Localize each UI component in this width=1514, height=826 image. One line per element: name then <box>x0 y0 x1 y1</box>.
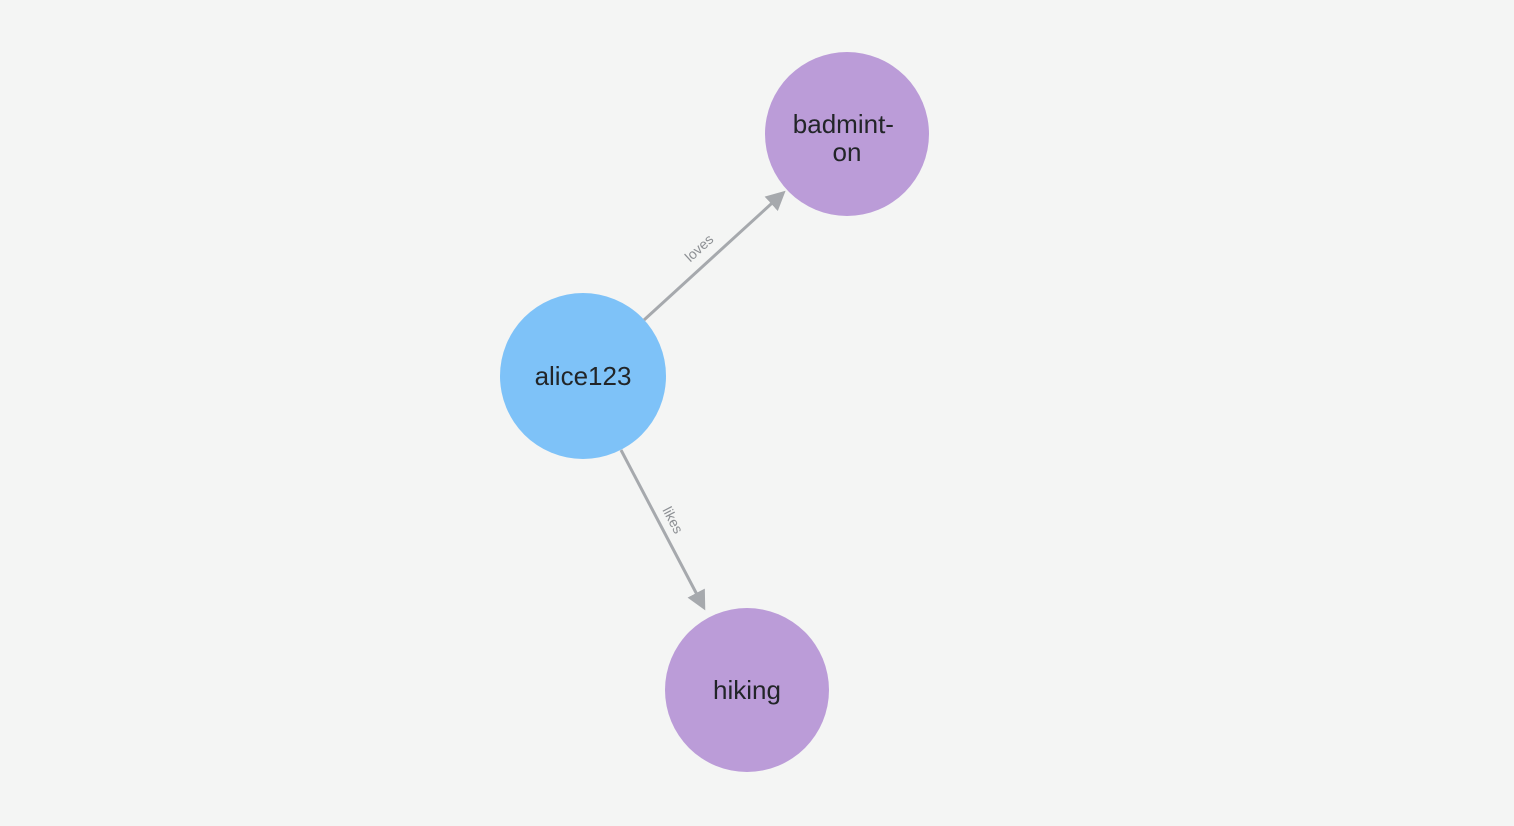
node-hiking[interactable] <box>665 608 829 772</box>
edge-label-group: loves likes <box>660 231 717 536</box>
edge-loves[interactable] <box>642 190 786 322</box>
node-alice123[interactable] <box>500 293 666 459</box>
node-group <box>500 52 929 772</box>
edge-likes[interactable] <box>619 449 706 611</box>
node-badminton[interactable] <box>765 52 929 216</box>
edge-group <box>619 190 786 611</box>
